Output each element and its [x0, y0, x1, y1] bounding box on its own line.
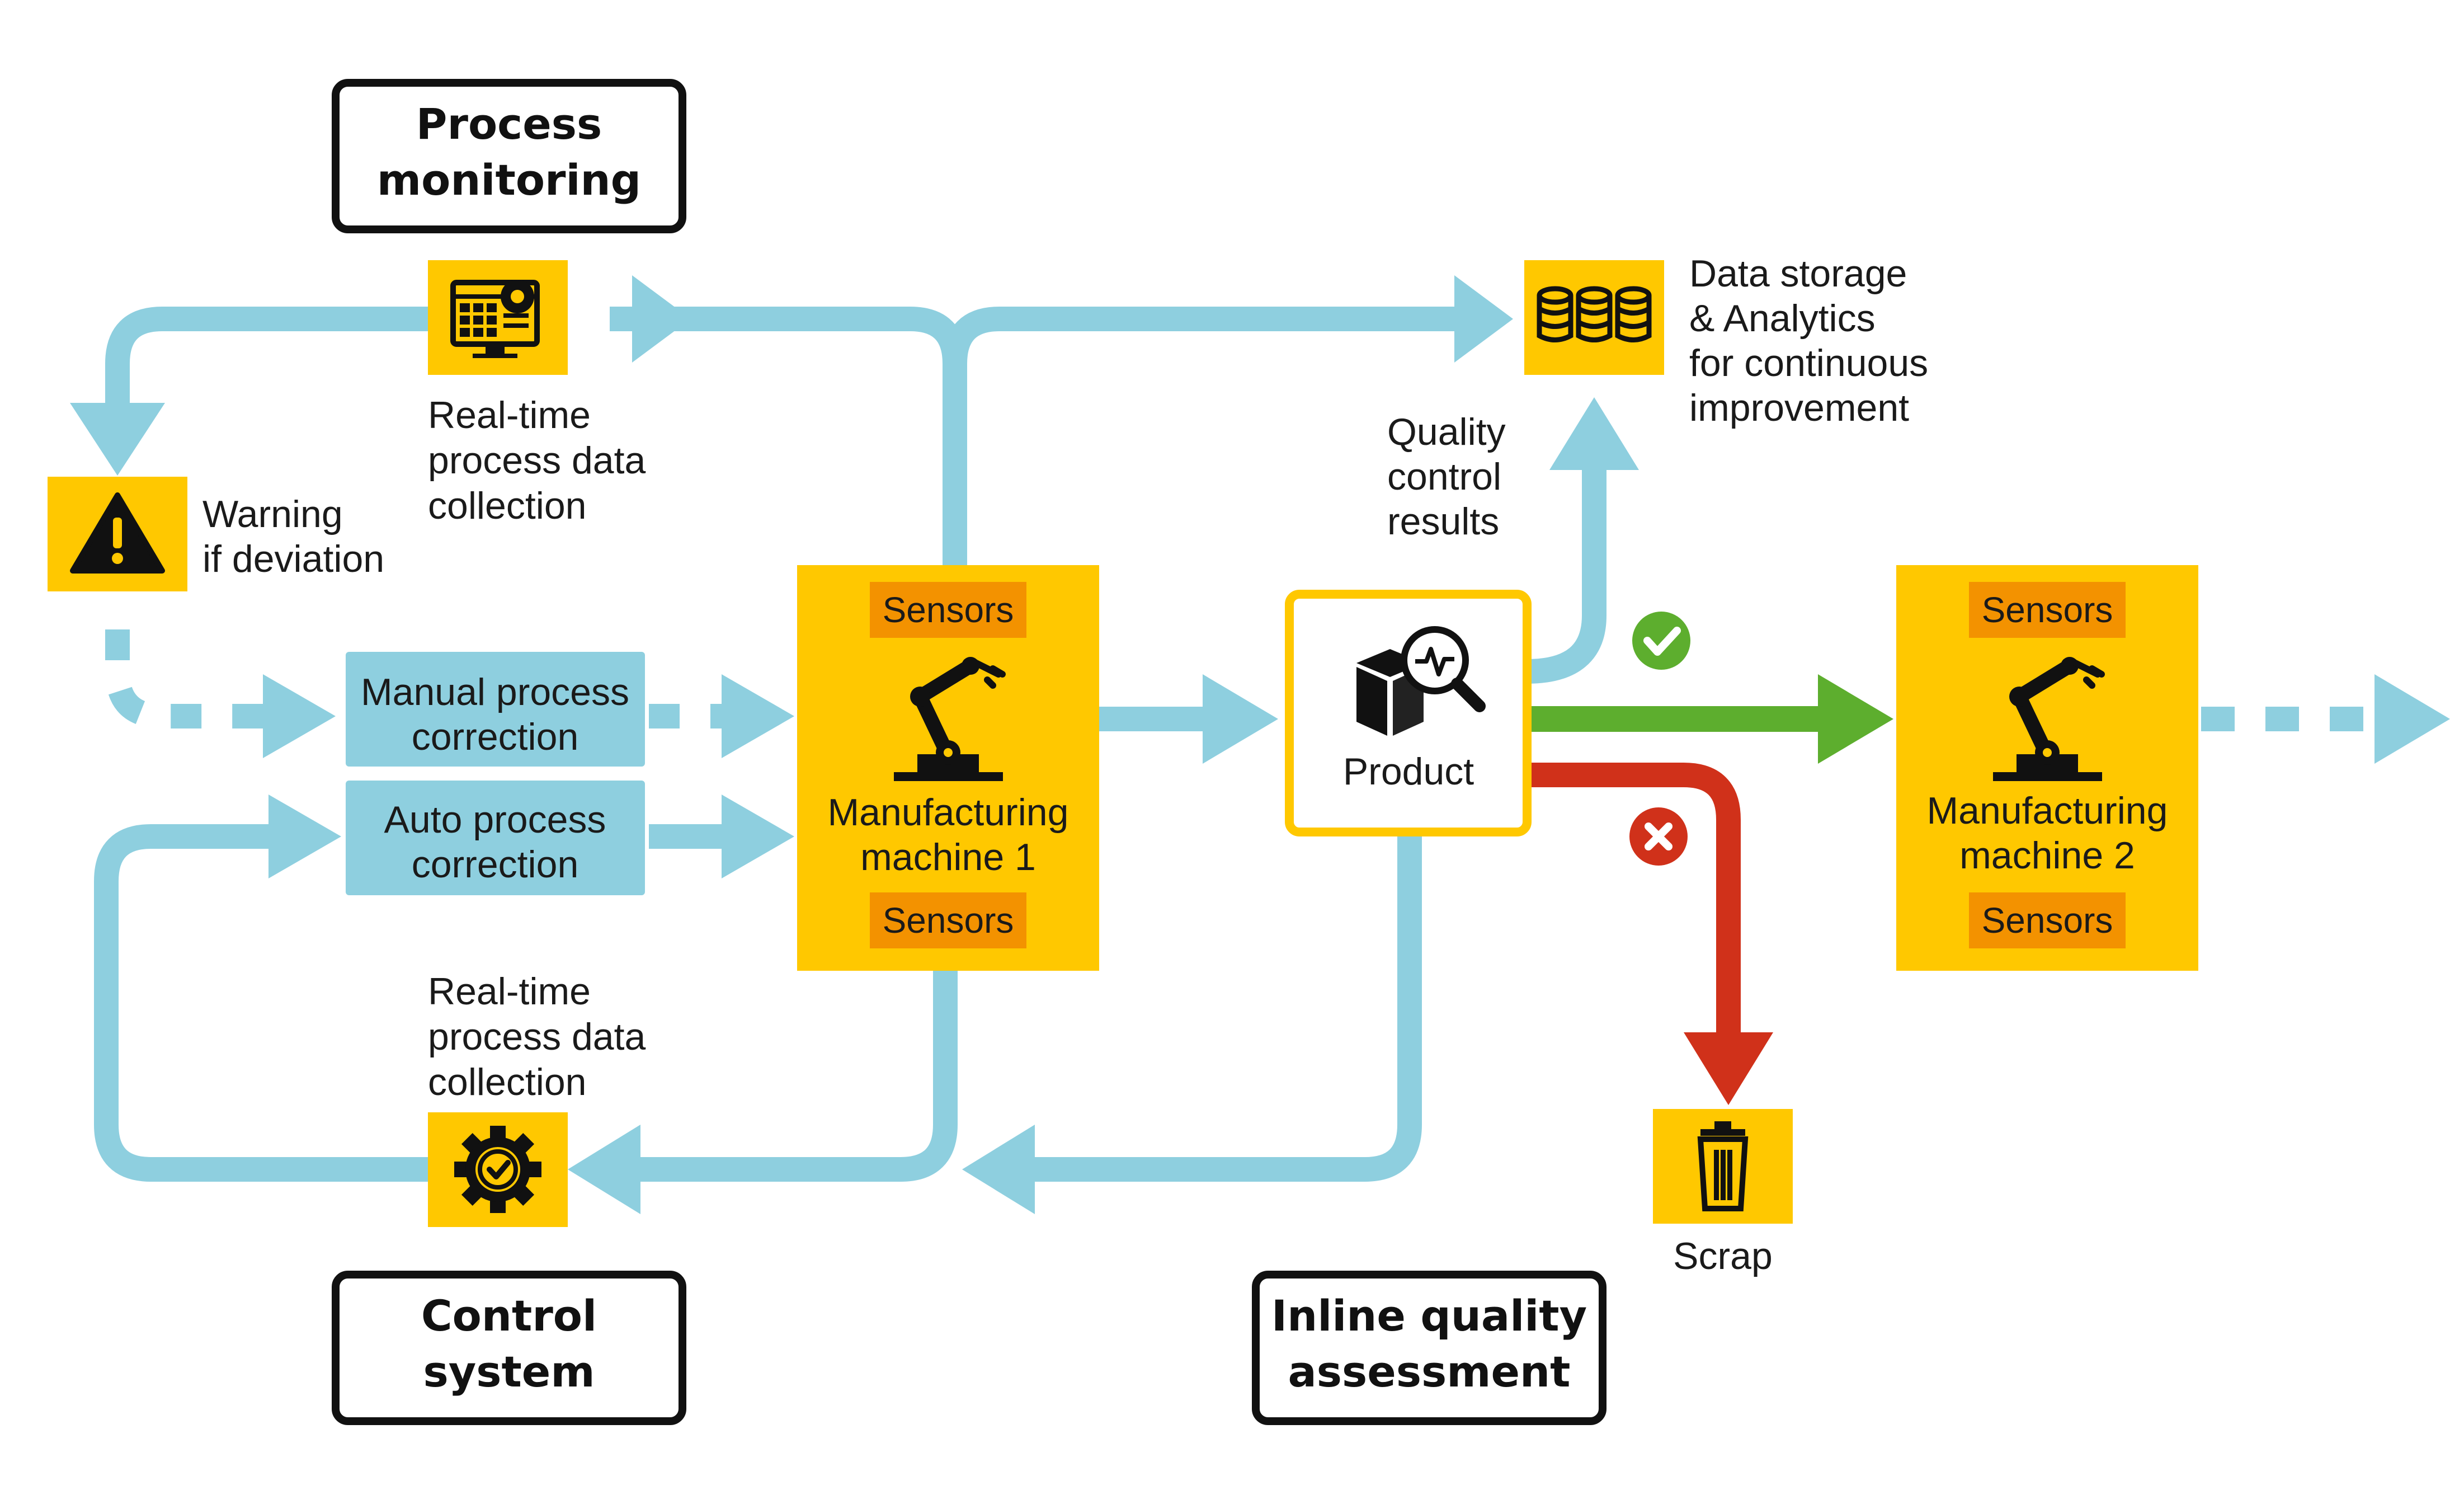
process-monitoring-line1: Process: [416, 99, 602, 149]
scrap-label: Scrap: [1673, 1235, 1773, 1277]
inline-quality-line2: assessment: [1288, 1347, 1571, 1397]
manual-correction-line2: correction: [412, 716, 579, 758]
warning-line2: if deviation: [202, 538, 384, 580]
quality-results-line1: Quality: [1387, 411, 1506, 453]
robot-arm-icon: [894, 657, 1006, 781]
machine1-sensors-bottom: Sensors: [883, 900, 1014, 941]
warning-label: Warning if deviation: [202, 493, 384, 580]
auto-correction-line2: correction: [412, 843, 579, 886]
robot-arm-icon: [1993, 657, 2105, 781]
warning-line1: Warning: [202, 493, 343, 535]
realtime-top-line1: Real-time: [428, 394, 591, 436]
auto-correction-box: Auto process correction: [346, 781, 645, 895]
data-storage-line4: improvement: [1689, 387, 1909, 429]
data-storage-line2: & Analytics: [1689, 297, 1876, 340]
realtime-top-label: Real-time process data collection: [428, 394, 646, 527]
control-system-title: Control system: [332, 1271, 686, 1425]
gear-check-icon: [428, 1112, 568, 1227]
data-storage-line3: for continuous: [1689, 342, 1928, 384]
data-storage-label: Data storage & Analytics for continuous …: [1689, 252, 1928, 429]
quality-results-label: Quality control results: [1387, 411, 1506, 543]
realtime-bottom-line3: collection: [428, 1061, 587, 1103]
blue-flow-lines: [94, 307, 2380, 1182]
product-inspection-icon: [1356, 626, 1486, 736]
red-reject-path: [1527, 763, 1773, 1105]
machine1-name-line1: Manufacturing: [828, 791, 1069, 834]
monitor-gear-icon: [428, 260, 568, 375]
machine2-name-line2: machine 2: [1959, 834, 2135, 877]
auto-correction-line1: Auto process: [384, 798, 606, 841]
process-monitoring-line2: monitoring: [377, 155, 641, 205]
control-system-line2: system: [423, 1347, 595, 1397]
quality-results-line2: control: [1387, 455, 1501, 498]
manufacturing-machine-2: Sensors Manufacturing machine 2 Sensors: [1896, 565, 2198, 971]
warning-icon: [48, 477, 187, 591]
machine2-sensors-bottom: Sensors: [1982, 900, 2113, 941]
database-icon: [1524, 260, 1664, 375]
process-monitoring-title: Process monitoring: [332, 79, 686, 233]
realtime-bottom-line2: process data: [428, 1016, 646, 1058]
machine2-name-line1: Manufacturing: [1927, 789, 2168, 832]
product-label: Product: [1343, 750, 1474, 793]
machine2-sensors-top: Sensors: [1982, 590, 2113, 630]
realtime-top-line2: process data: [428, 439, 646, 482]
manual-correction-line1: Manual process: [361, 671, 629, 713]
control-system-line1: Control: [421, 1291, 597, 1341]
manual-correction-box: Manual process correction: [346, 652, 645, 767]
inline-quality-title: Inline quality assessment: [1252, 1271, 1606, 1425]
product-box: Product: [1285, 590, 1532, 836]
realtime-bottom-label: Real-time process data collection: [428, 970, 646, 1103]
manufacturing-machine-1: Sensors Manufacturing machine 1 Sensors: [797, 565, 1099, 971]
realtime-top-line3: collection: [428, 485, 587, 527]
check-icon: [1632, 612, 1690, 670]
data-storage-line1: Data storage: [1689, 252, 1907, 295]
machine1-name-line2: machine 1: [860, 836, 1036, 878]
quality-results-line3: results: [1387, 500, 1499, 543]
machine1-sensors-top: Sensors: [883, 590, 1014, 630]
green-pass-path: [1527, 674, 1893, 764]
realtime-bottom-line1: Real-time: [428, 970, 591, 1013]
inline-quality-line1: Inline quality: [1271, 1291, 1587, 1341]
cross-icon: [1629, 807, 1688, 866]
trash-icon: [1653, 1109, 1793, 1224]
blue-arrowheads: [70, 275, 2450, 1214]
